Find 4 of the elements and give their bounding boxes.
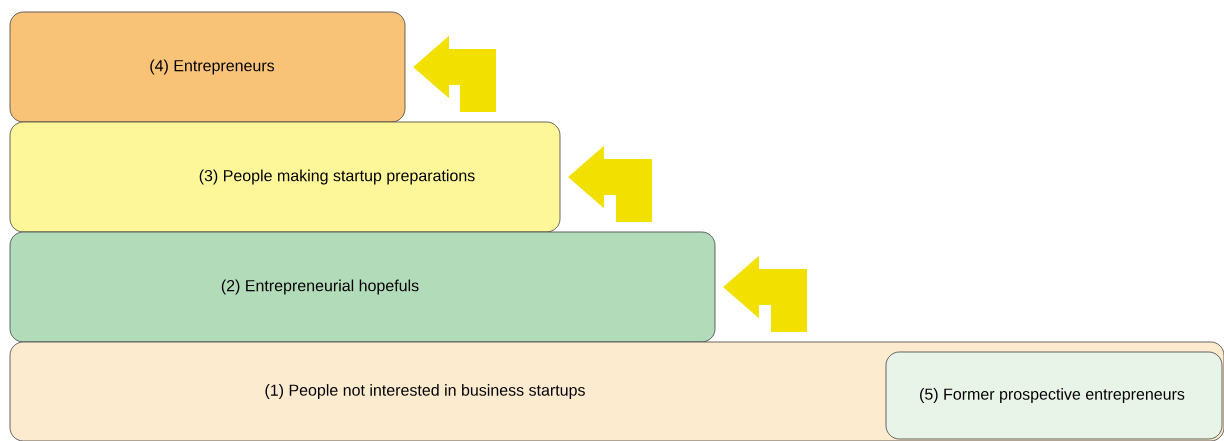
inner-box: (5) Former prospective entrepreneurs <box>885 351 1223 440</box>
level-box: (3) People making startup preparations <box>9 121 561 233</box>
level-box: (4) Entrepreneurs <box>9 11 406 123</box>
level-box: (2) Entrepreneurial hopefuls <box>9 231 716 343</box>
